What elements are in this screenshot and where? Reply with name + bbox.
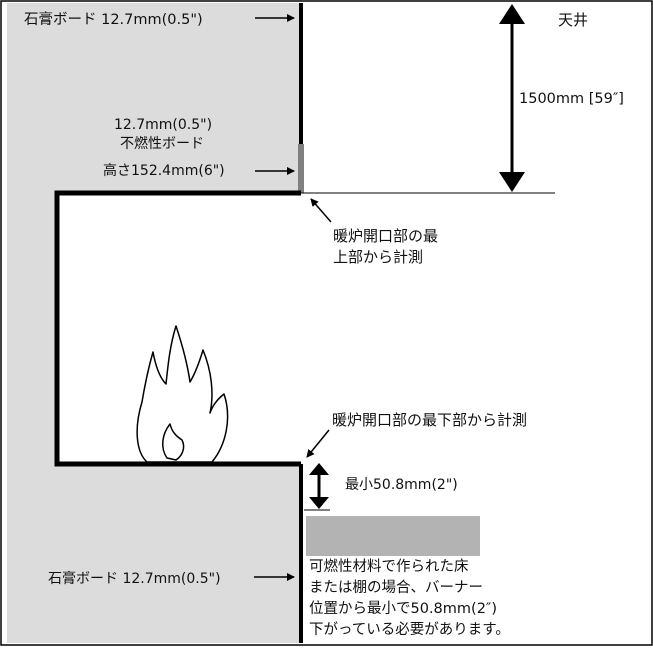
measure-bottom-label: 暖炉開口部の最下部から計測: [332, 411, 527, 429]
noncombustible-label-line1: 12.7mm(0.5"): [114, 117, 212, 133]
measure-top-leader: [310, 198, 332, 223]
gypsum-top-label: 石膏ボード 12.7mm(0.5"): [24, 11, 203, 28]
fireplace-opening-outline: [54, 190, 301, 467]
measure-top-label-line1: 暖炉開口部の最: [333, 227, 438, 245]
min-clearance-label: 最小50.8mm(2"): [345, 477, 458, 493]
shelf-note-line1: 可燃性材料で作られた床: [309, 557, 469, 575]
gypsum-bottom-label: 石膏ボード 12.7mm(0.5"): [48, 570, 221, 587]
ceiling-label: 天井: [558, 11, 588, 29]
noncombustible-label-line2: 不燃性ボード: [120, 135, 204, 152]
wall-section: [7, 3, 301, 643]
shelf-note-line2: または棚の場合、バーナー: [309, 579, 483, 596]
measure-bottom-leader: [306, 429, 330, 458]
flame-icon: [136, 325, 229, 463]
noncombustible-board: [298, 144, 304, 193]
clearance-top-label: 1500mm [59″]: [519, 91, 624, 107]
shelf-note-line3: 位置から最小で50.8mm(2″): [309, 600, 497, 617]
clearance-top-arrowhead-up: [499, 4, 525, 24]
combustible-shelf: [306, 516, 480, 556]
measure-top-label-line2: 上部から計測: [333, 248, 423, 266]
noncombustible-label-line3: 高さ152.4mm(6"): [103, 162, 225, 179]
min-clearance-arrowhead-up: [309, 463, 329, 475]
min-clearance-arrowhead-down: [309, 497, 329, 509]
shelf-note-line4: 下がっている必要があります。: [309, 621, 510, 638]
clearance-top-arrowhead-down: [499, 172, 525, 192]
